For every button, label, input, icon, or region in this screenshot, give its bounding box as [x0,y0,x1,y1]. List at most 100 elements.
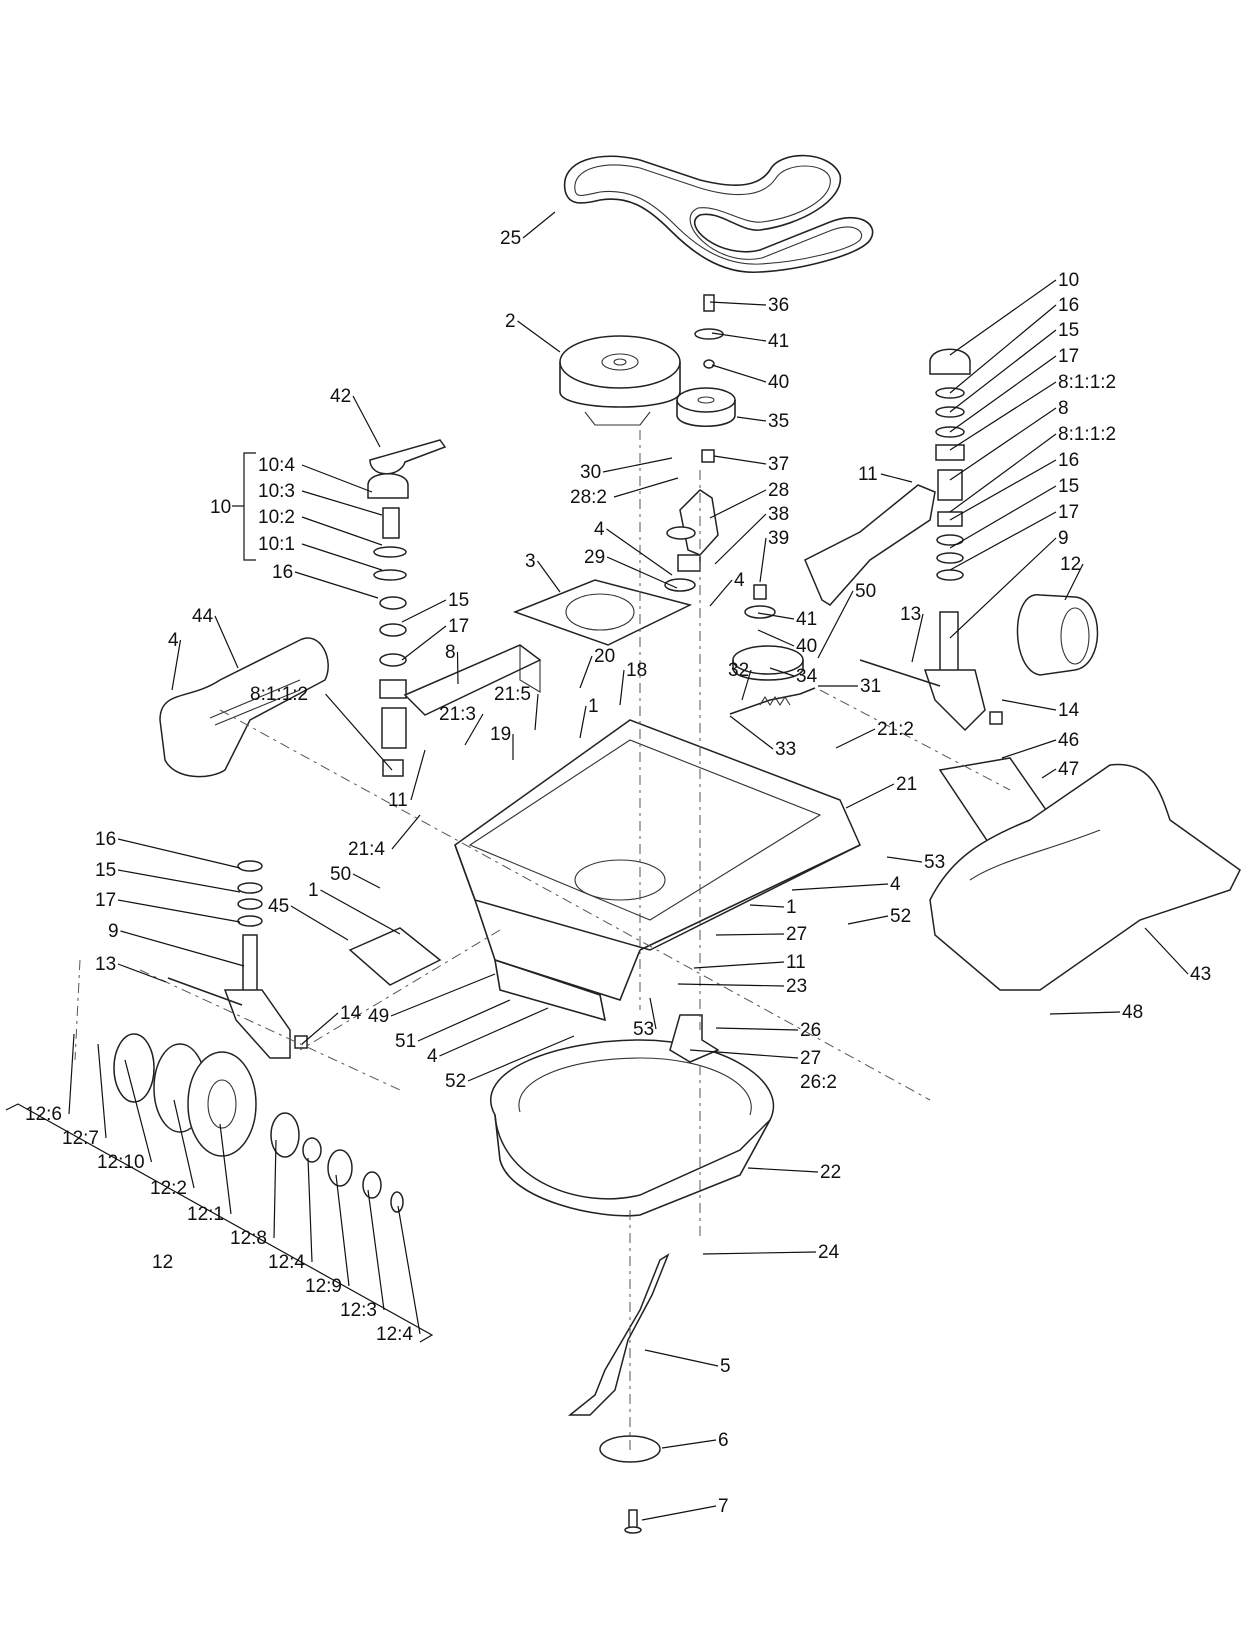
leader-line-l12b [1064,563,1084,601]
part-label-l46: 46 [1058,730,1079,751]
leader-line-l2 [517,320,561,353]
part-label-l4a: 4 [594,519,605,540]
clutch [559,335,681,426]
leader-line-l21_2 [835,728,876,749]
leader-line-l37 [713,455,767,465]
pulley-stack [676,294,736,463]
leader-line-l16c [949,304,1057,394]
part-label-l1c: 1 [308,880,319,901]
leader-line-l12_1 [219,1123,232,1215]
part-label-l10b: 10 [1058,270,1079,291]
bracket-12 [5,1103,434,1343]
leader-line-l4a [606,528,673,576]
leader-line-l1b [749,904,785,908]
leader-lines [68,211,1189,1521]
part-label-l30: 30 [580,462,601,483]
part-label-l8_1_1_2a: 8:1:1:2 [250,684,308,705]
part-label-l52a: 52 [890,906,911,927]
leader-line-l9b [949,537,1057,639]
leader-line-l12_6 [68,1033,75,1115]
part-label-l21_4: 21:4 [348,839,385,860]
part-label-l34: 34 [796,666,818,687]
part-label-l25: 25 [500,228,521,249]
part-label-l12_10: 12:10 [97,1152,145,1173]
part-label-l47: 47 [1058,759,1079,780]
part-label-l12_6: 12:6 [25,1104,62,1125]
part-label-l15a: 15 [448,590,469,611]
leader-line-l21_3 [464,713,484,746]
part-label-l15c: 15 [1058,320,1079,341]
leader-line-l16a [294,571,379,599]
leader-line-l47 [1041,768,1057,779]
projection-lines [74,430,1011,1450]
leader-line-l12_3 [367,1189,385,1311]
leader-line-l9a [120,930,245,967]
part-labels: 25236414035372838393028:2429344140345013… [25,228,1211,1517]
leader-line-l33 [729,715,774,750]
leader-line-l32 [741,669,752,701]
spindle-bracket [669,1014,720,1063]
leader-line-l8b [949,407,1057,481]
part-label-l11c: 11 [858,464,878,485]
part-label-l38: 38 [768,504,789,525]
leader-line-l4b [709,579,733,607]
part-label-l26_2: 26:2 [800,1072,837,1093]
part-label-l52b: 52 [445,1071,466,1092]
leader-line-l17c [949,355,1057,433]
part-label-l45: 45 [268,896,289,917]
leader-line-l11c [880,473,913,483]
leader-line-l27b [689,1049,799,1059]
leader-line-l14b [1001,699,1057,711]
leader-line-l39 [759,537,767,583]
part-label-l43: 43 [1190,964,1211,985]
leader-line-l21_4 [391,814,421,850]
leader-line-l52a [847,915,889,925]
part-label-l12_9: 12:9 [305,1276,342,1297]
leader-line-l26 [715,1027,799,1031]
leader-line-l4d [439,1007,549,1057]
leader-line-l10_2 [301,516,383,546]
leader-line-l13b [117,963,167,983]
part-label-l7: 7 [718,1496,729,1517]
leader-line-l36 [709,301,767,306]
right-caster [804,348,1099,732]
part-label-l10_2: 10:2 [258,507,295,528]
part-label-l8_1_1_2c: 8:1:1:2 [1058,424,1116,445]
part-label-l20: 20 [594,646,615,667]
part-label-l17d: 17 [1058,502,1079,523]
part-label-l15b: 15 [95,860,116,881]
leader-line-l8a [456,651,459,685]
part-label-l4c: 4 [890,874,901,895]
leader-line-l28 [709,489,767,519]
leader-line-l15c [949,329,1057,413]
leader-line-l29 [606,556,678,589]
part-label-l16a: 16 [272,562,293,583]
part-label-l41a: 41 [768,331,789,352]
leader-line-l40a [711,364,767,383]
leader-line-l11a [693,961,785,969]
leader-line-l52b [467,1035,575,1082]
leader-line-l3 [537,560,561,593]
part-label-l11b: 11 [388,790,408,811]
leader-line-l10_4 [301,464,373,493]
part-label-l51: 51 [395,1031,416,1052]
part-label-l17c: 17 [1058,346,1079,367]
leader-line-l21 [845,783,895,809]
leader-line-l45 [290,905,349,941]
leader-line-l22 [747,1167,819,1173]
part-label-l16d: 16 [1058,450,1079,471]
leader-line-l1c [320,889,401,935]
leader-line-l12_4b [397,1205,421,1335]
part-label-l27a: 27 [786,924,807,945]
part-label-l10: 10 [210,497,231,518]
part-label-l36: 36 [768,295,789,316]
leader-line-l42 [352,395,381,448]
leader-line-l12_10 [124,1059,153,1163]
part-label-l12_4a: 12:4 [268,1252,305,1273]
leader-line-l10_3 [301,490,383,516]
leader-line-l17b [117,899,241,923]
part-label-l2: 2 [505,311,516,332]
part-label-l12a: 12 [152,1252,173,1273]
part-label-l33: 33 [775,739,796,760]
leader-line-l13a [911,613,924,663]
